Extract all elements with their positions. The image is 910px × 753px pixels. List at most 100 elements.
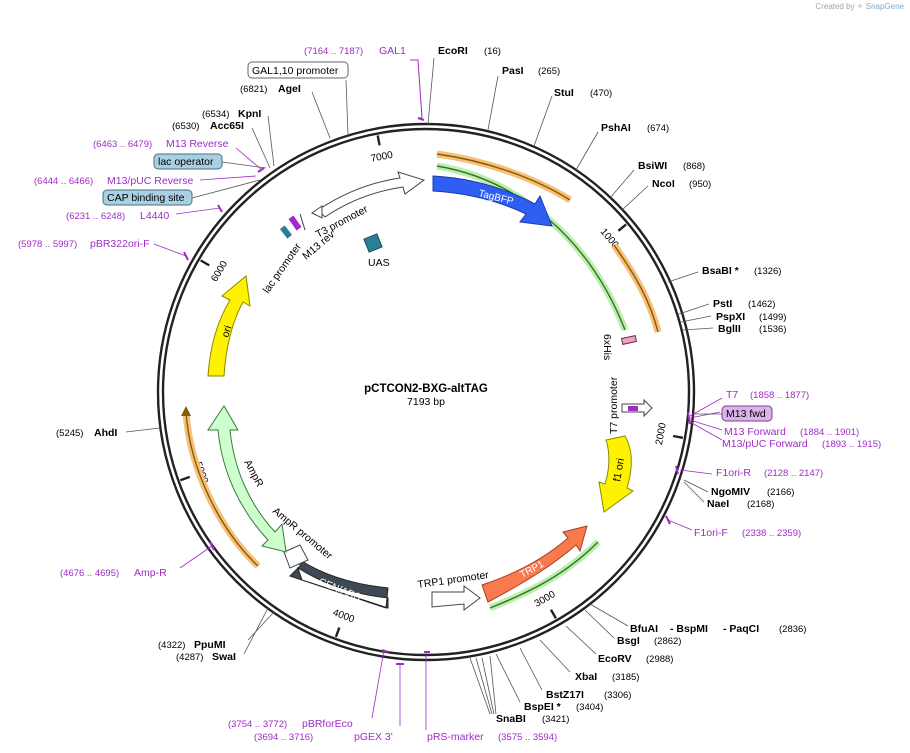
gal1-10-promoter-label[interactable]: GAL1,10 promoter bbox=[252, 65, 339, 77]
enzyme-snabi[interactable]: SnaBI bbox=[496, 713, 526, 725]
enzyme-pspxi-pos: (1499) bbox=[759, 312, 786, 323]
primer-amp-r-pos: (4676 .. 4695) bbox=[60, 568, 119, 579]
enzyme-stui-pos: (470) bbox=[590, 88, 612, 99]
enzyme-naei[interactable]: NaeI bbox=[707, 498, 729, 510]
primer-prs-marker-pos: (3575 .. 3594) bbox=[498, 732, 557, 743]
uas-label: UAS bbox=[368, 257, 390, 269]
ampr-promoter-arrow[interactable] bbox=[283, 544, 309, 569]
enzyme-bspei[interactable]: BspEI * bbox=[524, 701, 562, 713]
primer-t7[interactable]: T7 bbox=[726, 389, 738, 401]
enzyme-ncoi[interactable]: NcoI bbox=[652, 178, 675, 190]
ampr-label: AmpR bbox=[241, 458, 265, 490]
primer-m13-puc-forward[interactable]: M13/pUC Forward bbox=[722, 438, 808, 450]
enzyme-xbai-pos: (3185) bbox=[612, 672, 639, 683]
tick-mark-1000 bbox=[617, 223, 627, 232]
tick-mark-7000 bbox=[376, 135, 381, 146]
enzyme-xbai[interactable]: XbaI bbox=[575, 671, 597, 683]
enzyme-bsgi[interactable]: BsgI bbox=[617, 635, 640, 647]
primer-m13-reverse[interactable]: M13 Reverse bbox=[166, 138, 229, 150]
enzyme-bstz17i-pos: (3306) bbox=[604, 690, 631, 701]
enzyme-swai[interactable]: SwaI bbox=[212, 651, 236, 663]
primer-f1ori-r[interactable]: F1ori-R bbox=[716, 467, 751, 479]
ori-arrow[interactable] bbox=[207, 275, 251, 377]
enzyme-pspxi[interactable]: PspXI bbox=[716, 311, 745, 323]
credit-prefix: Created by bbox=[815, 2, 855, 11]
enzyme-kpni[interactable]: KpnI bbox=[238, 108, 261, 120]
primer-prs-marker[interactable]: pRS-marker bbox=[427, 731, 484, 743]
plasmid-length: 7193 bp bbox=[407, 396, 445, 408]
enzyme-bfuai[interactable]: BfuAI bbox=[630, 623, 658, 635]
his6-box[interactable] bbox=[620, 335, 638, 345]
orange-band-right-line bbox=[613, 244, 659, 333]
primer-gal1[interactable]: GAL1 bbox=[379, 45, 406, 57]
enzyme-ppumi[interactable]: PpuMI bbox=[194, 639, 226, 651]
enzyme-paqci-pos: (2836) bbox=[779, 624, 806, 635]
tick-mark-2000 bbox=[672, 434, 684, 439]
primer-pbr322ori-f[interactable]: pBR322ori-F bbox=[90, 238, 150, 250]
uas-box[interactable] bbox=[363, 233, 383, 253]
primer-m13-forward-pos: (1884 .. 1901) bbox=[800, 427, 859, 438]
enzyme-bglii-pos: (1536) bbox=[759, 324, 786, 335]
tick-mark-6000 bbox=[200, 259, 210, 267]
primer-pgex3[interactable]: pGEX 3' bbox=[354, 731, 393, 743]
cap-site-mark bbox=[279, 225, 293, 239]
enzyme-kpni-pos: (6534) bbox=[202, 109, 229, 120]
enzyme-psti[interactable]: PstI bbox=[713, 298, 732, 310]
trp1-arrow[interactable] bbox=[481, 525, 588, 603]
primer-l4440-pos: (6231 .. 6248) bbox=[66, 211, 125, 222]
enzyme-ecori-pos: (16) bbox=[484, 46, 501, 57]
enzyme-ahdi-pos: (5245) bbox=[56, 428, 83, 439]
ori-label: ori bbox=[219, 324, 234, 339]
enzyme-pshai[interactable]: PshAI bbox=[601, 122, 631, 134]
enzyme-acc65i[interactable]: Acc65I bbox=[210, 120, 244, 132]
trp1-promoter-arrow[interactable] bbox=[431, 585, 481, 611]
enzyme-ecori[interactable]: EcoRI bbox=[438, 45, 468, 57]
enzyme-ecorv[interactable]: EcoRV bbox=[598, 653, 632, 665]
enzyme-agei-pos: (6821) bbox=[240, 84, 267, 95]
primer-pbrforeco[interactable]: pBRforEco bbox=[302, 718, 353, 730]
enzyme-ngomiv[interactable]: NgoMIV bbox=[711, 486, 750, 498]
credit-brand: SnapGene bbox=[865, 2, 904, 11]
cap-binding-site-label[interactable]: CAP binding site bbox=[107, 192, 185, 204]
primer-pgex3-pos: (3694 .. 3716) bbox=[254, 732, 313, 743]
m13-fwd-mark bbox=[628, 406, 638, 411]
f1-ori-label: f1 ori bbox=[611, 457, 627, 482]
t7-promoter-label: T7 promoter bbox=[608, 376, 620, 434]
f1-ori-arrow[interactable] bbox=[598, 435, 634, 513]
enzyme-bsiwi[interactable]: BsiWI bbox=[638, 160, 667, 172]
primer-gal1-pos: (7164 .. 7187) bbox=[304, 46, 363, 57]
enzyme-bsabi[interactable]: BsaBI * bbox=[702, 265, 740, 277]
enzyme-agei[interactable]: AgeI bbox=[278, 83, 301, 95]
tagbfp-arrow[interactable] bbox=[432, 175, 553, 227]
enzyme-bglii[interactable]: BglII bbox=[718, 323, 741, 335]
enzyme-bstz17i[interactable]: BstZ17I bbox=[546, 689, 584, 701]
enzyme-bspmi[interactable]: - BspMI bbox=[670, 623, 708, 635]
cap-binding-site-box bbox=[102, 189, 193, 206]
enzyme-ahdi[interactable]: AhdI bbox=[94, 427, 117, 439]
enzyme-paqci[interactable]: - PaqCI bbox=[723, 623, 759, 635]
primer-l4440[interactable]: L4440 bbox=[140, 210, 169, 222]
enzyme-psti-pos: (1462) bbox=[748, 299, 775, 310]
t3-promoter-arrow[interactable] bbox=[311, 205, 323, 219]
m13-fwd-label[interactable]: M13 fwd bbox=[726, 408, 766, 420]
cenars-arrow[interactable] bbox=[289, 559, 389, 609]
tick-label-3000: 3000 bbox=[533, 589, 558, 610]
lac-operator-label[interactable]: lac operator bbox=[158, 156, 214, 168]
primer-f1ori-f[interactable]: F1ori-F bbox=[694, 527, 728, 539]
primer-f1ori-f-pos: (2338 .. 2359) bbox=[742, 528, 801, 539]
primer-amp-r[interactable]: Amp-R bbox=[134, 567, 167, 579]
primer-m13-puc-reverse[interactable]: M13/pUC Reverse bbox=[107, 175, 194, 187]
enzyme-pasi[interactable]: PasI bbox=[502, 65, 524, 77]
enzyme-bsabi-pos: (1326) bbox=[754, 266, 781, 277]
gal1-10-promoter-arrow[interactable] bbox=[317, 171, 426, 218]
tick-mark-3000 bbox=[549, 609, 557, 619]
primer-m13-reverse-pos: (6463 .. 6479) bbox=[93, 139, 152, 150]
enzyme-stui[interactable]: StuI bbox=[554, 87, 574, 99]
enzyme-pasi-pos: (265) bbox=[538, 66, 560, 77]
enzyme-bspei-pos: (3404) bbox=[576, 702, 603, 713]
primer-m13-forward[interactable]: M13 Forward bbox=[724, 426, 786, 438]
orange-band-left-line bbox=[185, 411, 259, 567]
ampr-arrow[interactable] bbox=[207, 405, 287, 553]
enzyme-bsiwi-pos: (868) bbox=[683, 161, 705, 172]
